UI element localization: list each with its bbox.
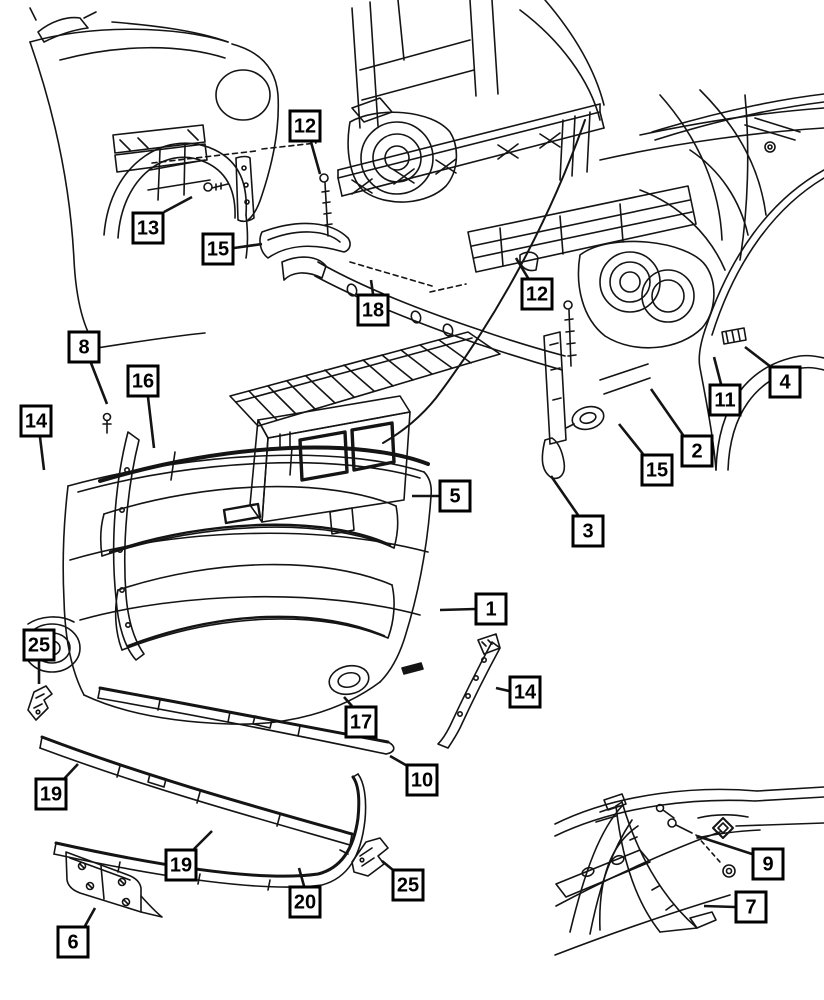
leader-line-13-0	[164, 197, 192, 212]
callout-8-12[interactable]: 8	[67, 330, 101, 364]
air-duct-art	[250, 396, 410, 534]
valance-lower-art	[54, 774, 366, 890]
callout-14-17[interactable]: 14	[508, 675, 542, 709]
callout-15-8[interactable]: 15	[640, 453, 674, 487]
leader-line-15-8	[619, 424, 643, 454]
leader-line-14-14	[40, 437, 44, 470]
leader-line-6-22	[85, 908, 95, 926]
side-bracket-right-art	[438, 634, 500, 748]
leader-line-11-5	[714, 357, 721, 384]
leader-line-1-11	[440, 609, 475, 610]
callout-6-22[interactable]: 6	[56, 925, 90, 959]
leader-line-12-1	[311, 142, 320, 174]
callout-19-19[interactable]: 19	[34, 777, 68, 811]
fender-detail-art	[555, 787, 824, 955]
side-bracket-left-art	[114, 432, 144, 660]
callout-15-2[interactable]: 15	[201, 232, 235, 266]
leader-line-14-17	[496, 688, 509, 691]
callout-5-10[interactable]: 5	[438, 479, 472, 513]
callout-17-16[interactable]: 17	[344, 705, 378, 739]
hood-cowl-art	[560, 108, 824, 180]
callout-9-24[interactable]: 9	[751, 847, 785, 881]
radiator-closure-art	[260, 223, 466, 292]
callout-25-23[interactable]: 25	[391, 868, 425, 902]
leader-line-12-4	[516, 258, 528, 278]
beam-holes-art	[315, 262, 565, 370]
callout-19-20[interactable]: 19	[164, 848, 198, 882]
leader-line-3-9	[551, 476, 578, 515]
leader-line-7-25	[704, 906, 735, 907]
callout-2-7[interactable]: 2	[680, 434, 714, 468]
leader-line-2-7	[651, 389, 683, 435]
leader-line-15-2	[234, 244, 262, 248]
callout-18-3[interactable]: 18	[356, 293, 390, 327]
fastener-bolts-art	[103, 174, 576, 433]
callout-12-1[interactable]: 12	[288, 109, 322, 143]
leader-line-17-16	[344, 697, 352, 706]
callout-10-18[interactable]: 10	[405, 763, 439, 797]
callout-4-6[interactable]: 4	[768, 365, 802, 399]
callout-11-5[interactable]: 11	[708, 383, 742, 417]
callout-16-13[interactable]: 16	[126, 364, 160, 398]
clip-right-art	[352, 838, 388, 876]
leader-line-25-23	[382, 861, 393, 870]
leader-line-9-24	[697, 836, 752, 854]
leader-line-4-6	[745, 347, 771, 367]
clip-left-art	[28, 686, 52, 720]
fascia-art	[24, 447, 431, 724]
leader-line-19-20	[194, 831, 212, 849]
callout-3-9[interactable]: 3	[571, 514, 605, 548]
leader-line-18-3	[371, 280, 373, 294]
leader-line-19-19	[63, 764, 78, 780]
valance-upper-art	[40, 737, 352, 845]
license-bracket-art	[66, 852, 162, 917]
leader-line-8-12	[91, 363, 107, 404]
leader-line-20-21	[299, 868, 304, 886]
leader-line-16-13	[148, 397, 154, 448]
callout-14-14[interactable]: 14	[19, 404, 53, 438]
callout-25-15[interactable]: 25	[22, 628, 56, 662]
callout-13-0[interactable]: 13	[131, 211, 165, 245]
sight-shield-art	[230, 332, 500, 426]
callout-20-21[interactable]: 20	[288, 885, 322, 919]
callout-12-4[interactable]: 12	[520, 277, 554, 311]
left-fender-art	[30, 8, 316, 348]
bracket-roller-art	[542, 332, 650, 478]
front-module-art	[338, 0, 766, 443]
callout-1-11[interactable]: 1	[474, 592, 508, 626]
callout-7-25[interactable]: 7	[734, 890, 768, 924]
